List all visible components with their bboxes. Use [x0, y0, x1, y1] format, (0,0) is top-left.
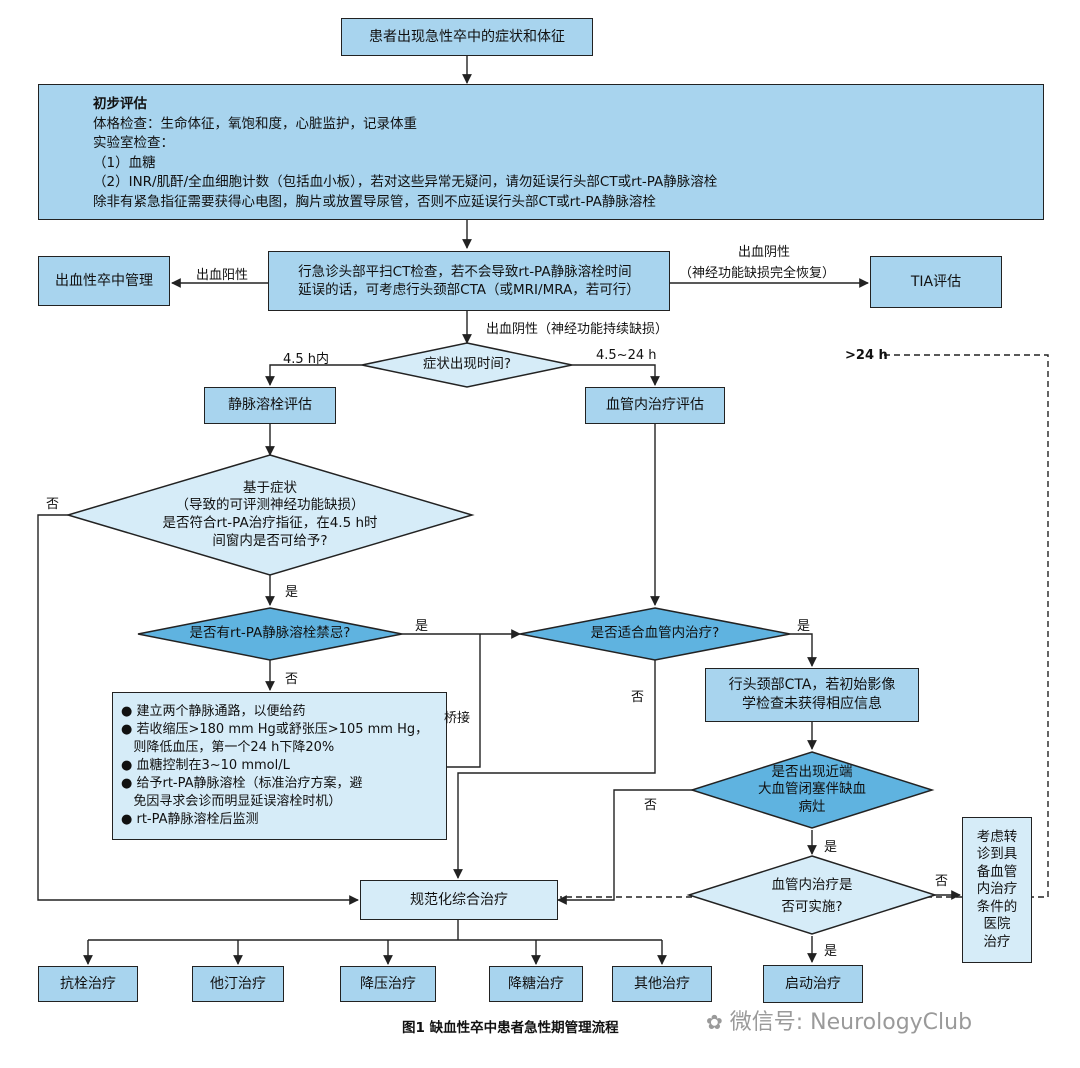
- contraindication-question-text: 是否有rt-PA静脉溶栓禁忌?: [189, 625, 351, 642]
- criteria-line-3: 是否符合rt-PA治疗指征，在4.5 h时: [162, 515, 378, 531]
- iv-step-4-cont: 免因寻求会诊而明显延误溶栓时机）: [133, 793, 342, 809]
- statin-box: 他汀治疗: [192, 966, 284, 1002]
- start-node-label: 患者出现急性卒中的症状和体征: [369, 28, 565, 45]
- initial-line-5: 除非有紧急指征需要获得心电图，胸片或放置导尿管，否则不应延误行头部CT或rt-P…: [93, 193, 656, 210]
- criteria-line-2: （导致的可评测神经功能缺损）: [175, 497, 365, 514]
- lvo-question-text: 是否出现近端 大血管闭塞伴缺血 病灶: [732, 762, 892, 818]
- label-within-4-5h: 4.5 h内: [283, 352, 330, 367]
- glucose-lowering-box: 降糖治疗: [489, 966, 583, 1002]
- criteria-line-1: 基于症状: [242, 479, 297, 496]
- initial-line-2: 实验室检查：: [93, 135, 174, 152]
- label-suitable-yes: 是: [797, 619, 811, 634]
- start-endovascular-box: 启动治疗: [763, 965, 863, 1003]
- time-decision-diamond: [361, 342, 573, 388]
- cta-box: 行头颈部CTA，若初始影像 学检查未获得相应信息: [705, 668, 919, 722]
- iv-step-2: ● 若收缩压>180 mm Hg或舒张压>105 mm Hg，: [121, 722, 429, 738]
- transfer-line-4: 内治疗: [976, 881, 1018, 898]
- criteria-line-4: 间窗内是否可给予?: [212, 532, 328, 549]
- lvo-line-1: 是否出现近端: [771, 763, 853, 780]
- antithrombotic-box: 抗栓治疗: [38, 966, 138, 1002]
- initial-evaluation-title: 初步评估: [93, 96, 147, 112]
- cta-line-2: 学检查未获得相应信息: [741, 696, 882, 712]
- lvo-decision-diamond: [689, 751, 935, 829]
- figure-caption: 图1 缺血性卒中患者急性期管理流程: [402, 1020, 619, 1036]
- transfer-line-2: 诊到具: [976, 846, 1018, 863]
- label-feasible-no: 否: [935, 874, 949, 889]
- other-treatment-label: 其他治疗: [634, 975, 690, 992]
- iv-step-4: ● 给予rt-PA静脉溶栓（标准治疗方案，避: [121, 775, 363, 791]
- criteria-question-text: 基于症状 （导致的可评测神经功能缺损） 是否符合rt-PA治疗指征，在4.5 h…: [120, 470, 420, 560]
- ct-exam-box: 行急诊头部平扫CT检查，若不会导致rt-PA静脉溶栓时间 延误的话，可考虑行头颈…: [268, 251, 670, 311]
- endovascular-eval-box: 血管内治疗评估: [585, 387, 725, 424]
- label-feasible-yes: 是: [824, 944, 838, 959]
- watermark: ✿ 微信号: NeurologyClub: [706, 1004, 972, 1036]
- wechat-icon: ✿: [706, 1010, 723, 1034]
- other-treatment-box: 其他治疗: [612, 966, 712, 1002]
- endovascular-suitable-diamond: [519, 607, 791, 661]
- hemorrhage-management-box: 出血性卒中管理: [38, 256, 170, 306]
- transfer-box: 考虑转 诊到具 备血管 内治疗 条件的 医院 治疗: [962, 817, 1032, 963]
- bp-lowering-box: 降压治疗: [340, 966, 436, 1002]
- transfer-line-6: 医院: [983, 916, 1011, 933]
- iv-thrombolysis-eval-label: 静脉溶栓评估: [228, 397, 312, 414]
- cta-line-1: 行头颈部CTA，若初始影像: [728, 677, 896, 694]
- label-hem-neg-recover-2: （神经功能缺损完全恢复）: [679, 266, 836, 281]
- standard-treatment-box: 规范化综合治疗: [360, 880, 558, 920]
- label-contra-yes: 是: [415, 619, 429, 634]
- tia-evaluation-label: TIA评估: [910, 273, 962, 290]
- label-suitable-no: 否: [631, 690, 645, 705]
- hemorrhage-management-label: 出血性卒中管理: [55, 272, 153, 289]
- endovascular-suitable-text: 是否适合血管内治疗?: [590, 625, 720, 642]
- ct-line-2: 延误的话，可考虑行头颈部CTA（或MRI/MRA，若可行）: [298, 282, 640, 298]
- initial-line-3: （1）血糖: [93, 154, 156, 171]
- start-node: 患者出现急性卒中的症状和体征: [341, 18, 593, 56]
- bp-lowering-label: 降压治疗: [360, 975, 416, 992]
- transfer-line-3: 备血管: [976, 863, 1018, 880]
- transfer-line-5: 条件的: [976, 898, 1018, 915]
- label-hem-pos: 出血阳性: [196, 268, 249, 283]
- iv-step-5: ● rt-PA静脉溶栓后监测: [121, 811, 259, 827]
- label-criteria-yes: 是: [285, 585, 299, 600]
- lvo-line-3: 病灶: [798, 798, 826, 815]
- start-endovascular-label: 启动治疗: [785, 975, 841, 992]
- criteria-decision-diamond: [65, 454, 475, 576]
- transfer-line-1: 考虑转: [976, 828, 1018, 845]
- initial-evaluation-box: 初步评估 体格检查：生命体征，氧饱和度，心脏监护，记录体重 实验室检查： （1）…: [38, 84, 1044, 220]
- initial-line-1: 体格检查：生命体征，氧饱和度，心脏监护，记录体重: [93, 115, 417, 132]
- lvo-line-2: 大血管闭塞伴缺血: [758, 781, 866, 798]
- endovascular-eval-label: 血管内治疗评估: [606, 397, 704, 414]
- feasible-line-1: 血管内治疗是: [771, 876, 853, 893]
- label-bridge: 桥接: [444, 711, 471, 726]
- feasible-line-2: 否可实施?: [781, 899, 843, 915]
- feasible-question-text: 血管内治疗是 否可实施?: [742, 872, 882, 920]
- iv-step-3: ● 血糖控制在3~10 mmol/L: [121, 758, 290, 774]
- statin-label: 他汀治疗: [210, 975, 266, 992]
- label-hem-neg-persist: 出血阴性（神经功能持续缺损）: [486, 322, 669, 337]
- contraindication-decision-diamond: [137, 607, 403, 661]
- watermark-text: 微信号: NeurologyClub: [729, 1010, 973, 1035]
- iv-step-2-cont: 则降低血压，第一个24 h下降20%: [133, 740, 335, 756]
- label-over-24h: >24 h: [845, 348, 888, 363]
- iv-thrombolysis-steps-box: ● 建立两个静脉通路，以便给药 ● 若收缩压>180 mm Hg或舒张压>105…: [112, 692, 447, 840]
- label-4-5-to-24h: 4.5~24 h: [596, 348, 657, 363]
- standard-treatment-label: 规范化综合治疗: [410, 891, 508, 908]
- antithrombotic-label: 抗栓治疗: [60, 975, 116, 992]
- feasible-decision-diamond: [686, 855, 938, 935]
- glucose-lowering-label: 降糖治疗: [508, 975, 564, 992]
- label-lvo-yes: 是: [824, 840, 838, 855]
- label-lvo-no: 否: [644, 798, 658, 813]
- transfer-line-7: 治疗: [983, 933, 1011, 950]
- iv-thrombolysis-eval-box: 静脉溶栓评估: [204, 387, 336, 424]
- label-contra-no: 否: [285, 672, 299, 687]
- label-criteria-no: 否: [46, 497, 60, 512]
- label-hem-neg-recover-1: 出血阴性: [738, 245, 791, 260]
- time-question-text: 症状出现时间?: [422, 356, 512, 373]
- iv-step-1: ● 建立两个静脉通路，以便给药: [121, 704, 306, 720]
- initial-line-4: （2）INR/肌酐/全血细胞计数（包括血小板），若对这些异常无疑问，请勿延误行头…: [93, 174, 718, 191]
- ct-line-1: 行急诊头部平扫CT检查，若不会导致rt-PA静脉溶栓时间: [298, 263, 632, 280]
- tia-evaluation-box: TIA评估: [870, 256, 1002, 308]
